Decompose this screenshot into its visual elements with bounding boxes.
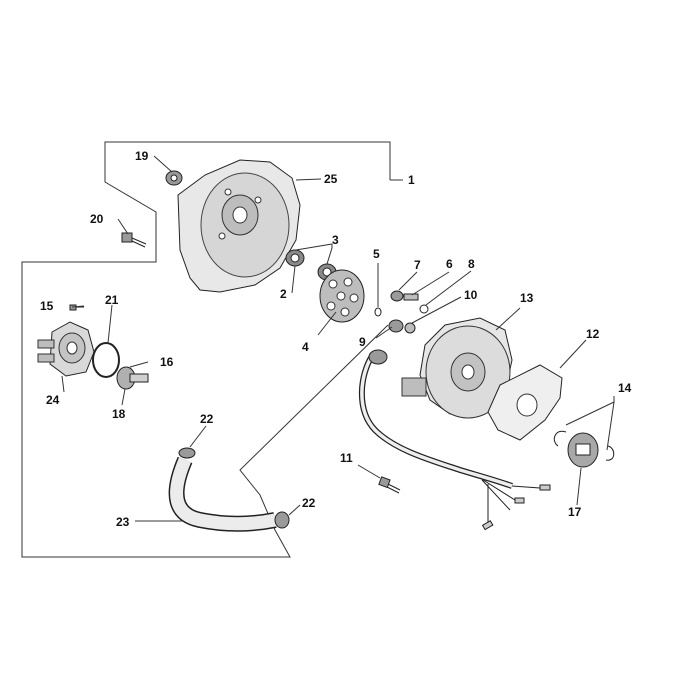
callout-22b: 22 bbox=[302, 496, 316, 510]
callout-25: 25 bbox=[324, 172, 338, 186]
callout-9: 9 bbox=[359, 335, 366, 349]
o-ring-21-part bbox=[92, 342, 120, 378]
ring-5-part bbox=[374, 307, 382, 317]
washer-10-part bbox=[404, 322, 416, 334]
callout-14: 14 bbox=[618, 381, 632, 395]
callout-19: 19 bbox=[135, 149, 149, 163]
callout-23: 23 bbox=[116, 515, 130, 529]
housing-cover-part bbox=[177, 159, 301, 293]
callout-4: 4 bbox=[302, 340, 309, 354]
screw-11-part bbox=[378, 476, 401, 494]
callout-17: 17 bbox=[568, 505, 582, 519]
nut-9-part bbox=[388, 319, 404, 333]
circlip-14a-part bbox=[553, 430, 567, 447]
cable-harness-part bbox=[358, 349, 551, 531]
callout-15: 15 bbox=[40, 299, 54, 313]
stud-6-part bbox=[403, 293, 419, 301]
bearing-2-part bbox=[285, 249, 305, 267]
washer-8-part bbox=[419, 304, 429, 314]
callout-11: 11 bbox=[340, 451, 353, 465]
callout-21: 21 bbox=[105, 293, 119, 307]
impeller-disc-part bbox=[319, 269, 365, 323]
bolt-20-part bbox=[121, 232, 147, 248]
callout-7: 7 bbox=[414, 258, 421, 272]
hose-clamp-22b-part bbox=[274, 511, 290, 529]
callout-10: 10 bbox=[464, 288, 478, 302]
circlip-14b-part bbox=[605, 445, 615, 461]
leader-lines bbox=[61, 155, 615, 522]
callout-8: 8 bbox=[468, 257, 475, 271]
hose-clamp-22a-part bbox=[178, 447, 196, 459]
callout-3: 3 bbox=[332, 233, 339, 247]
shaft-18-part bbox=[116, 366, 149, 390]
callout-16: 16 bbox=[160, 355, 174, 369]
callout-1: 1 bbox=[408, 173, 415, 187]
callout-6: 6 bbox=[446, 257, 453, 271]
callout-2: 2 bbox=[280, 287, 287, 301]
assembly-bracket-outline bbox=[21, 141, 391, 558]
callout-24: 24 bbox=[46, 393, 60, 407]
bushing-19-part bbox=[165, 170, 183, 186]
nut-7-part bbox=[390, 290, 404, 302]
callout-12: 12 bbox=[586, 327, 600, 341]
pump-body-24-part bbox=[37, 321, 95, 377]
stator-13-part bbox=[401, 317, 513, 419]
callout-20: 20 bbox=[90, 212, 104, 226]
callout-5: 5 bbox=[373, 247, 380, 261]
rotor-coupling-17-part bbox=[567, 432, 599, 468]
callout-18: 18 bbox=[112, 407, 126, 421]
hose-23-part bbox=[168, 456, 277, 532]
callout-22a: 22 bbox=[200, 412, 214, 426]
callout-13: 13 bbox=[520, 291, 534, 305]
